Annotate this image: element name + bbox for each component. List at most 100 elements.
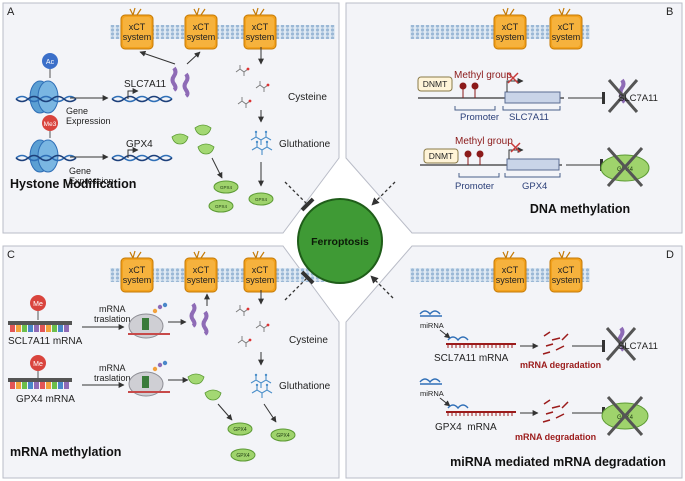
gene-body: [504, 91, 561, 104]
degraded-mrna-icon: [542, 399, 569, 423]
svg-text:system: system: [246, 275, 275, 285]
methyl-badge-label: Me: [33, 361, 43, 368]
methyl-badge: [30, 355, 46, 371]
panel-a-title: Hystone Modification: [10, 177, 136, 191]
mrna-strand-icon: [446, 343, 516, 348]
methyl-group-label: Methyl group: [454, 70, 512, 81]
svg-text:xCT: xCT: [502, 265, 519, 275]
slc7a11-protein-label: SLC7A11: [618, 341, 658, 352]
panel-c-content: Me SCL7A11 mRNA Me: [8, 290, 331, 462]
arrow: [439, 329, 451, 339]
cysteine-label: Cysteine: [289, 335, 328, 346]
methyl-badge-label: Me: [33, 301, 43, 308]
gene-bracket: [504, 173, 561, 178]
ribosome-icon: [128, 302, 170, 339]
gluthatione-label: Gluthatione: [279, 381, 331, 392]
gene-expression-label: Expression: [69, 176, 114, 186]
gene-body: [506, 158, 560, 171]
degraded-mrna-icon: [542, 331, 569, 355]
slc7a11-mrna-label: SCL7A11 mRNA: [8, 336, 83, 347]
xct-transporter: xCT system: [243, 7, 277, 50]
block-x-icon: [606, 395, 644, 437]
transcription-start-arrow: [506, 78, 524, 92]
svg-text:system: system: [552, 32, 581, 42]
membrane-a: [110, 25, 335, 39]
slc7a11-gene-label: SLC7A11: [509, 112, 549, 123]
mirna-icon: [419, 378, 441, 384]
arrow: [186, 51, 201, 65]
gene-expression-label: Gene: [66, 106, 88, 116]
svg-text:system: system: [496, 275, 525, 285]
svg-text:system: system: [123, 32, 152, 42]
methyl-group-label: Methyl group: [455, 136, 513, 147]
panel-c-title: mRNA methylation: [10, 445, 121, 459]
translation-label: mRNA: [99, 304, 126, 314]
svg-text:system: system: [496, 32, 525, 42]
gpx4-mrna-label: GPX4 mRNA: [16, 394, 75, 405]
panel-d-title: miRNA mediated mRNA degradation: [450, 455, 666, 469]
methyl-badge: [42, 115, 58, 131]
transcription-start-arrow: [127, 147, 139, 158]
xct-transporter: xCT system: [184, 7, 218, 50]
xct-transporter: xCT system: [120, 250, 154, 293]
gene-expression-label: Expression: [66, 116, 111, 126]
svg-text:xCT: xCT: [129, 22, 146, 32]
panel-d-content: miRNA SCL7A11 mRNA mRNA degradation SLC7…: [419, 310, 666, 469]
dnmt-label: DNMT: [423, 79, 448, 89]
panel-d-frame: [345, 245, 683, 479]
block-x-icon: [606, 146, 644, 188]
block-x-icon: [607, 79, 639, 113]
arrow: [139, 50, 176, 65]
panel-a-frame: [2, 2, 340, 234]
svg-text:system: system: [246, 32, 275, 42]
svg-text:GPX4: GPX4: [220, 185, 233, 190]
mirna-label: miRNA: [420, 321, 444, 330]
svg-text:xCT: xCT: [193, 265, 210, 275]
xct-transporter: xCT system: [549, 250, 583, 293]
gene-expression-label: Gene: [69, 166, 91, 176]
panel-b-title: DNA methylation: [530, 202, 630, 216]
mirna-label: miRNA: [420, 389, 444, 398]
cysteine-label: Cysteine: [288, 92, 327, 103]
arrow: [439, 397, 451, 407]
xct-transporter: xCT system: [493, 250, 527, 293]
panel-a-content: Ac Me3 Gene Expression Gene Expression S…: [10, 47, 331, 213]
svg-text:xCT: xCT: [252, 22, 269, 32]
gpx4-enzyme: GPX4: [227, 422, 253, 436]
transcription-start-arrow: [127, 88, 139, 99]
xct-transporter: xCT system: [549, 7, 583, 50]
gpx4-enzyme: GPX4: [230, 448, 256, 462]
svg-text:GPX4: GPX4: [236, 453, 250, 459]
svg-text:GPX4: GPX4: [255, 197, 268, 202]
acetyl-badge-label: Ac: [46, 59, 55, 66]
translation-label: traslation: [94, 373, 131, 383]
svg-text:xCT: xCT: [502, 22, 519, 32]
acetyl-badge: [42, 53, 58, 69]
gpx4-enzyme: GPX4: [270, 428, 296, 442]
methyl-mark: [476, 150, 484, 158]
block-x-icon: [510, 142, 521, 153]
block-x-icon: [507, 72, 519, 84]
translation-label: mRNA: [99, 363, 126, 373]
slc7a11-mrna-label: SCL7A11 mRNA: [434, 353, 509, 364]
dnmt-box: [417, 76, 453, 92]
panel-b-content: Methyl group DNMT Promoter SLC7A11 SLC7A…: [417, 70, 658, 216]
panel-a-letter: A: [7, 6, 15, 18]
xct-transporter: xCT system: [493, 7, 527, 50]
mrna-strand-icon: [8, 378, 72, 389]
dnmt-box: [423, 148, 459, 164]
promoter-label: Promoter: [460, 112, 499, 123]
svg-text:system: system: [187, 275, 216, 285]
gene-bracket: [502, 106, 561, 111]
mrna-strand-icon: [8, 321, 72, 332]
panel-b-frame: [345, 2, 683, 234]
methyl-badge-label: Me3: [44, 121, 57, 128]
slc7a11-protein-label: SLC7A11: [618, 93, 658, 104]
svg-text:system: system: [552, 275, 581, 285]
methyl-mark: [471, 82, 479, 90]
xct-transporter: xCT system: [243, 250, 277, 293]
xct-transporter: xCT system: [184, 250, 218, 293]
mirna-icon: [419, 310, 441, 316]
gluthatione-label: Gluthatione: [279, 139, 331, 150]
